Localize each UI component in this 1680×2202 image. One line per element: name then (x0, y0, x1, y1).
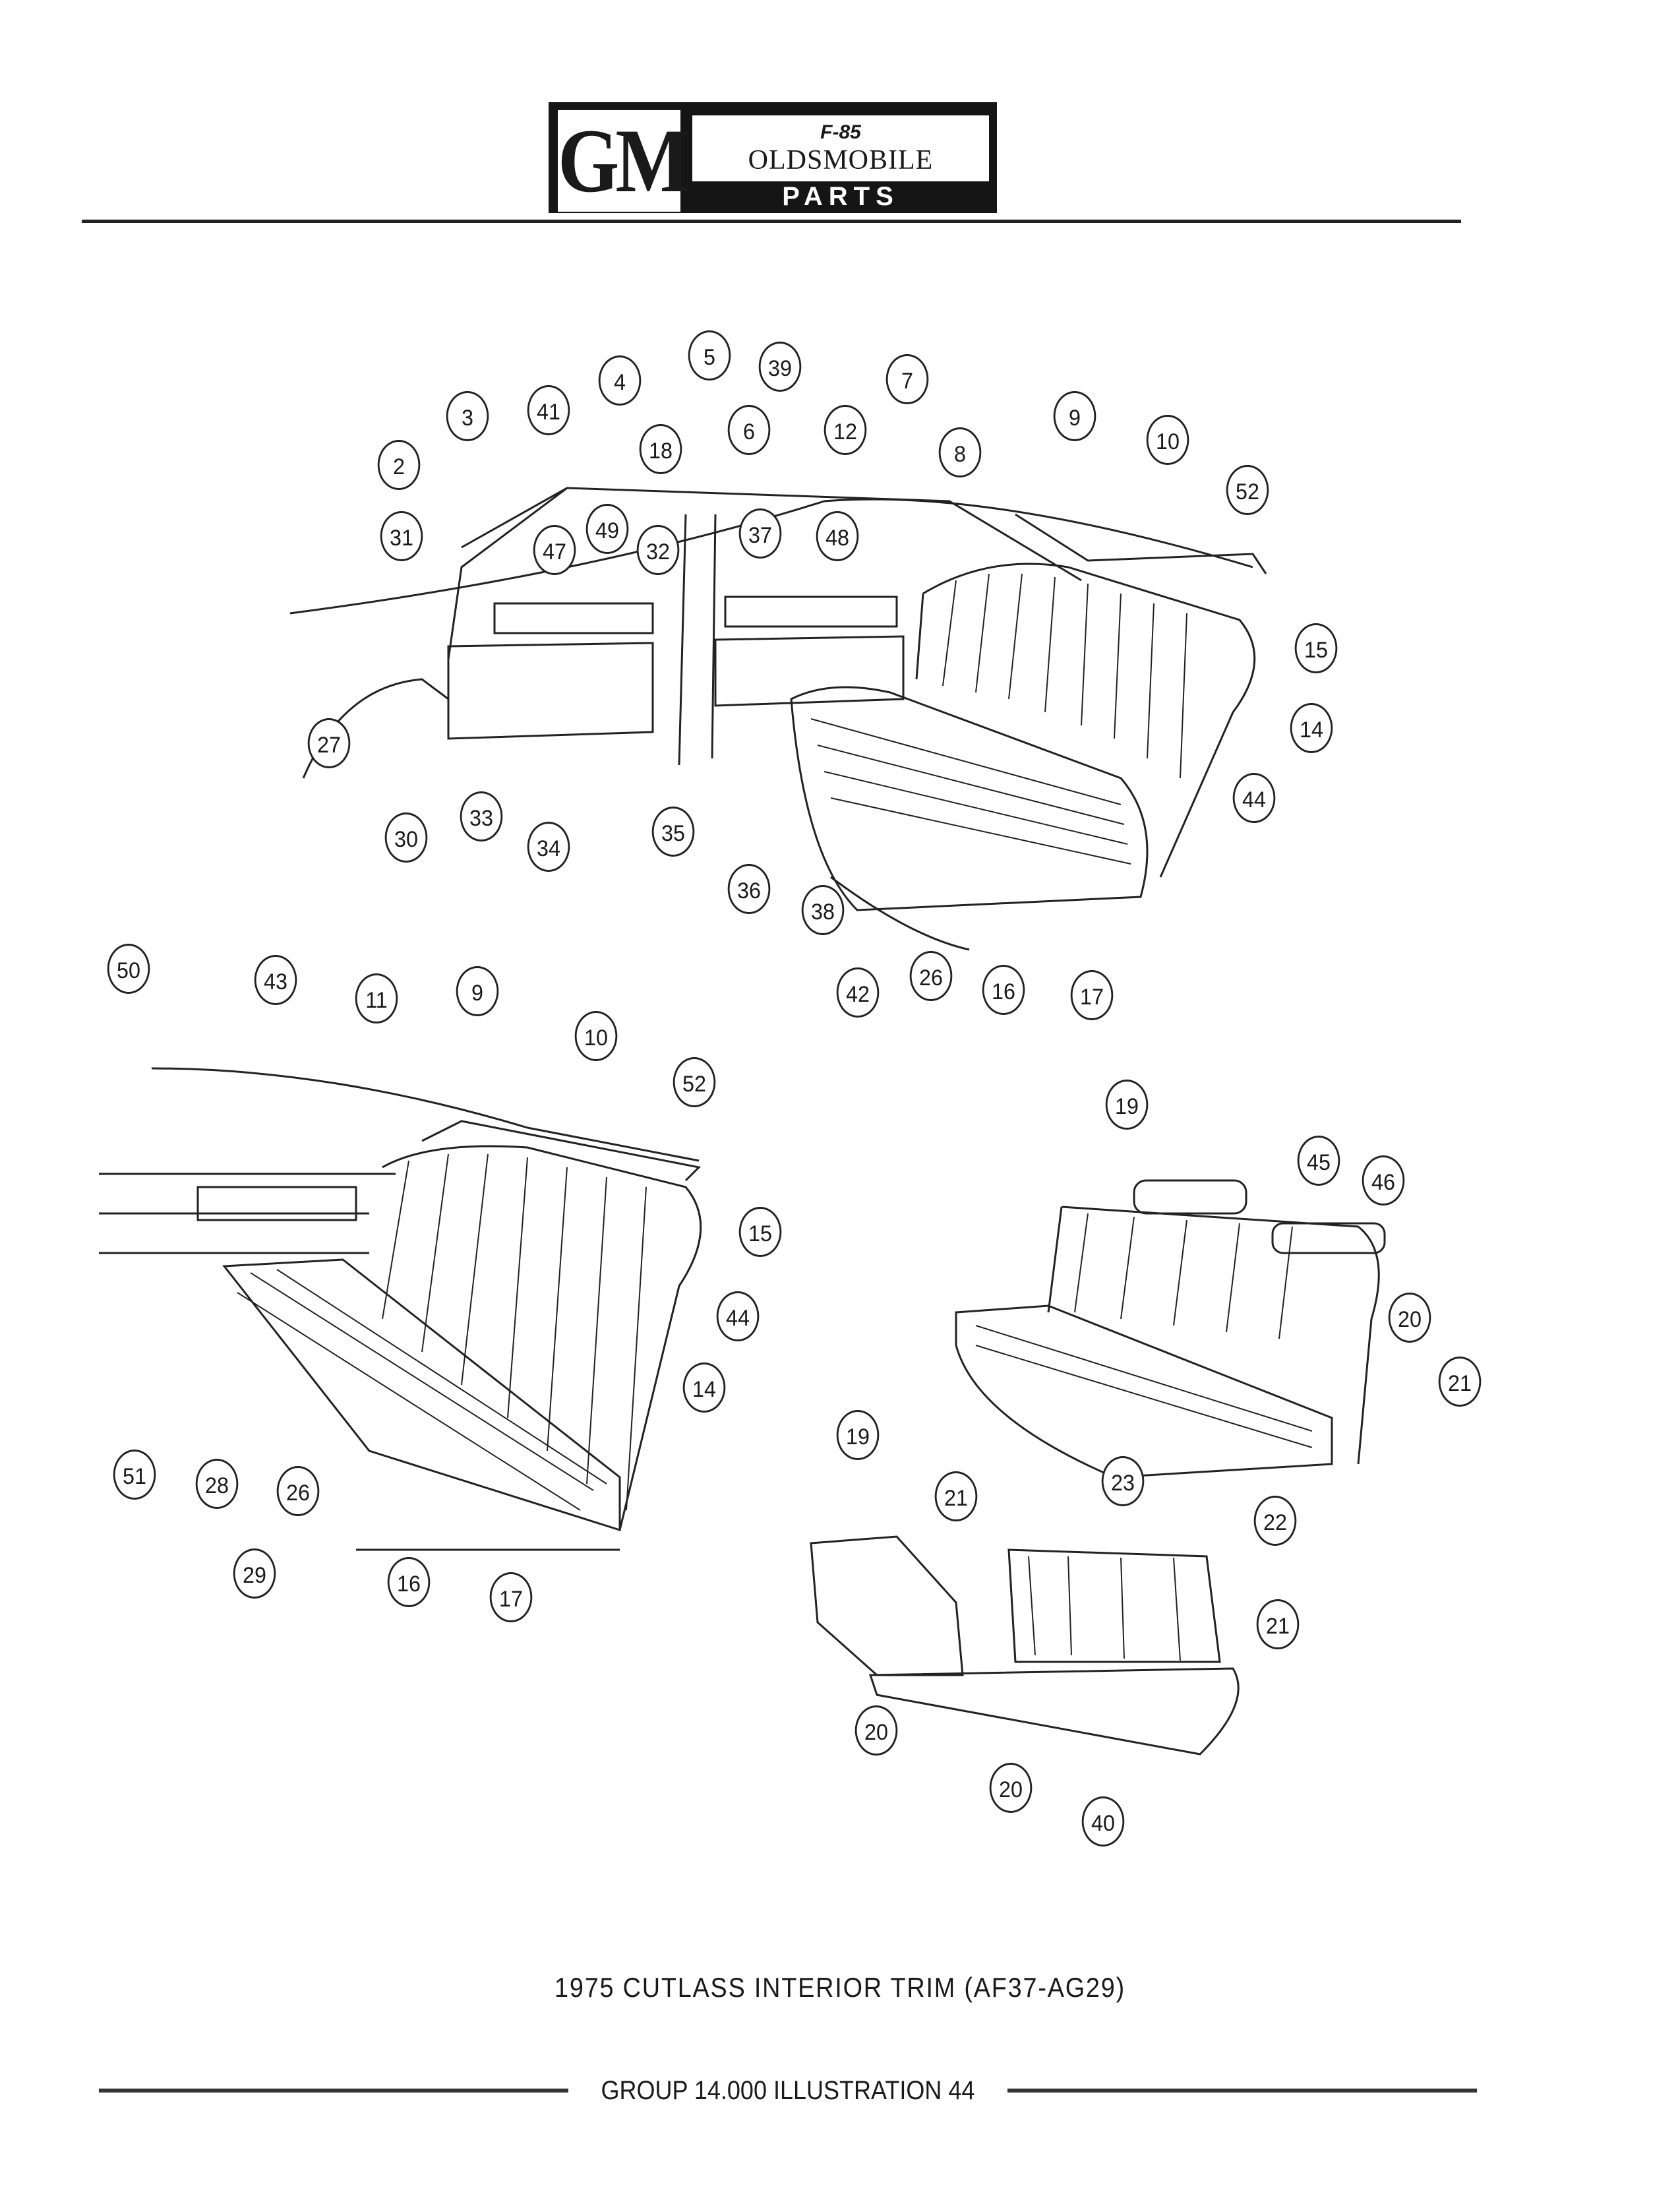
rear-interior-drawing (99, 1067, 702, 1551)
callout-17: 17 (1070, 970, 1114, 1021)
bench-seat-drawing (955, 1179, 1386, 1479)
callout-6: 6 (727, 404, 771, 455)
callout-36: 36 (727, 864, 771, 915)
callout-19: 19 (1105, 1080, 1149, 1130)
callout-12: 12 (824, 404, 867, 455)
callout-30: 30 (384, 812, 427, 863)
callout-45: 45 (1297, 1135, 1340, 1186)
illustration-title: 1975 CUTLASS INTERIOR TRIM (AF37-AG29) (555, 1972, 1125, 2003)
f85-mark: F-85 (820, 121, 861, 143)
footer: GROUP 14.000 ILLUSTRATION 44 (99, 2071, 1478, 2110)
callout-23: 23 (1101, 1456, 1144, 1507)
callout-46: 46 (1362, 1155, 1404, 1206)
callout-10: 10 (575, 1011, 618, 1062)
callout-52: 52 (1226, 465, 1269, 516)
callout-20: 20 (1388, 1292, 1431, 1343)
callout-20: 20 (989, 1763, 1033, 1814)
callout-26: 26 (909, 950, 953, 1001)
footer-rule-right (1007, 2089, 1478, 2093)
callout-50: 50 (107, 944, 150, 994)
callout-17: 17 (489, 1572, 533, 1623)
front-interior-drawing (289, 487, 1267, 951)
callout-38: 38 (802, 884, 845, 935)
callout-42: 42 (837, 967, 880, 1018)
callout-44: 44 (1232, 773, 1276, 824)
gm-logo-letters: GM (558, 109, 690, 212)
catalogue-label: PARTS CATALOGUE (732, 182, 949, 241)
callout-31: 31 (380, 511, 423, 562)
callout-48: 48 (816, 511, 858, 562)
callout-9: 9 (456, 966, 499, 1017)
brand-box: F-85 OLDSMOBILE (692, 115, 989, 181)
callout-40: 40 (1081, 1796, 1125, 1847)
callout-51: 51 (113, 1449, 156, 1500)
callout-47: 47 (533, 525, 576, 576)
footer-rule-left (99, 2089, 569, 2093)
callout-14: 14 (1290, 702, 1333, 753)
footer-text: GROUP 14.000 ILLUSTRATION 44 (601, 2075, 975, 2105)
callout-14: 14 (682, 1362, 726, 1413)
callout-43: 43 (254, 955, 297, 1006)
callout-35: 35 (651, 807, 695, 857)
callout-11: 11 (355, 973, 398, 1024)
callout-27: 27 (307, 718, 351, 769)
callout-29: 29 (233, 1548, 276, 1599)
callout-4: 4 (599, 355, 642, 406)
gm-oldsmobile-logo: GM F-85 OLDSMOBILE PARTS CATALOGUE (549, 102, 997, 241)
callout-21: 21 (1256, 1599, 1300, 1649)
callout-34: 34 (527, 822, 570, 872)
callout-15: 15 (1294, 623, 1337, 673)
callout-52: 52 (673, 1057, 716, 1108)
callout-37: 37 (738, 508, 782, 559)
callout-41: 41 (527, 385, 570, 436)
callout-3: 3 (446, 390, 489, 441)
callout-28: 28 (195, 1459, 239, 1510)
callout-9: 9 (1054, 390, 1096, 441)
callout-16: 16 (982, 964, 1025, 1015)
callout-21: 21 (934, 1471, 978, 1522)
callout-22: 22 (1253, 1495, 1297, 1546)
callout-2: 2 (377, 439, 421, 490)
callout-18: 18 (639, 424, 682, 475)
callout-44: 44 (716, 1291, 760, 1341)
callout-39: 39 (758, 342, 801, 392)
callout-32: 32 (636, 525, 680, 576)
callout-8: 8 (939, 427, 982, 477)
callout-21: 21 (1438, 1357, 1482, 1407)
callout-33: 33 (460, 791, 503, 841)
callout-7: 7 (885, 354, 929, 405)
callout-15: 15 (738, 1207, 782, 1258)
split-seat-drawing (810, 1535, 1240, 1756)
header-rule (82, 220, 1461, 223)
callout-49: 49 (586, 504, 629, 555)
callout-5: 5 (688, 330, 731, 381)
callout-19: 19 (837, 1410, 880, 1461)
callout-26: 26 (276, 1465, 320, 1516)
callout-10: 10 (1146, 414, 1189, 465)
callout-20: 20 (855, 1705, 898, 1756)
callout-16: 16 (387, 1556, 431, 1607)
brand-name: OLDSMOBILE (748, 145, 934, 175)
